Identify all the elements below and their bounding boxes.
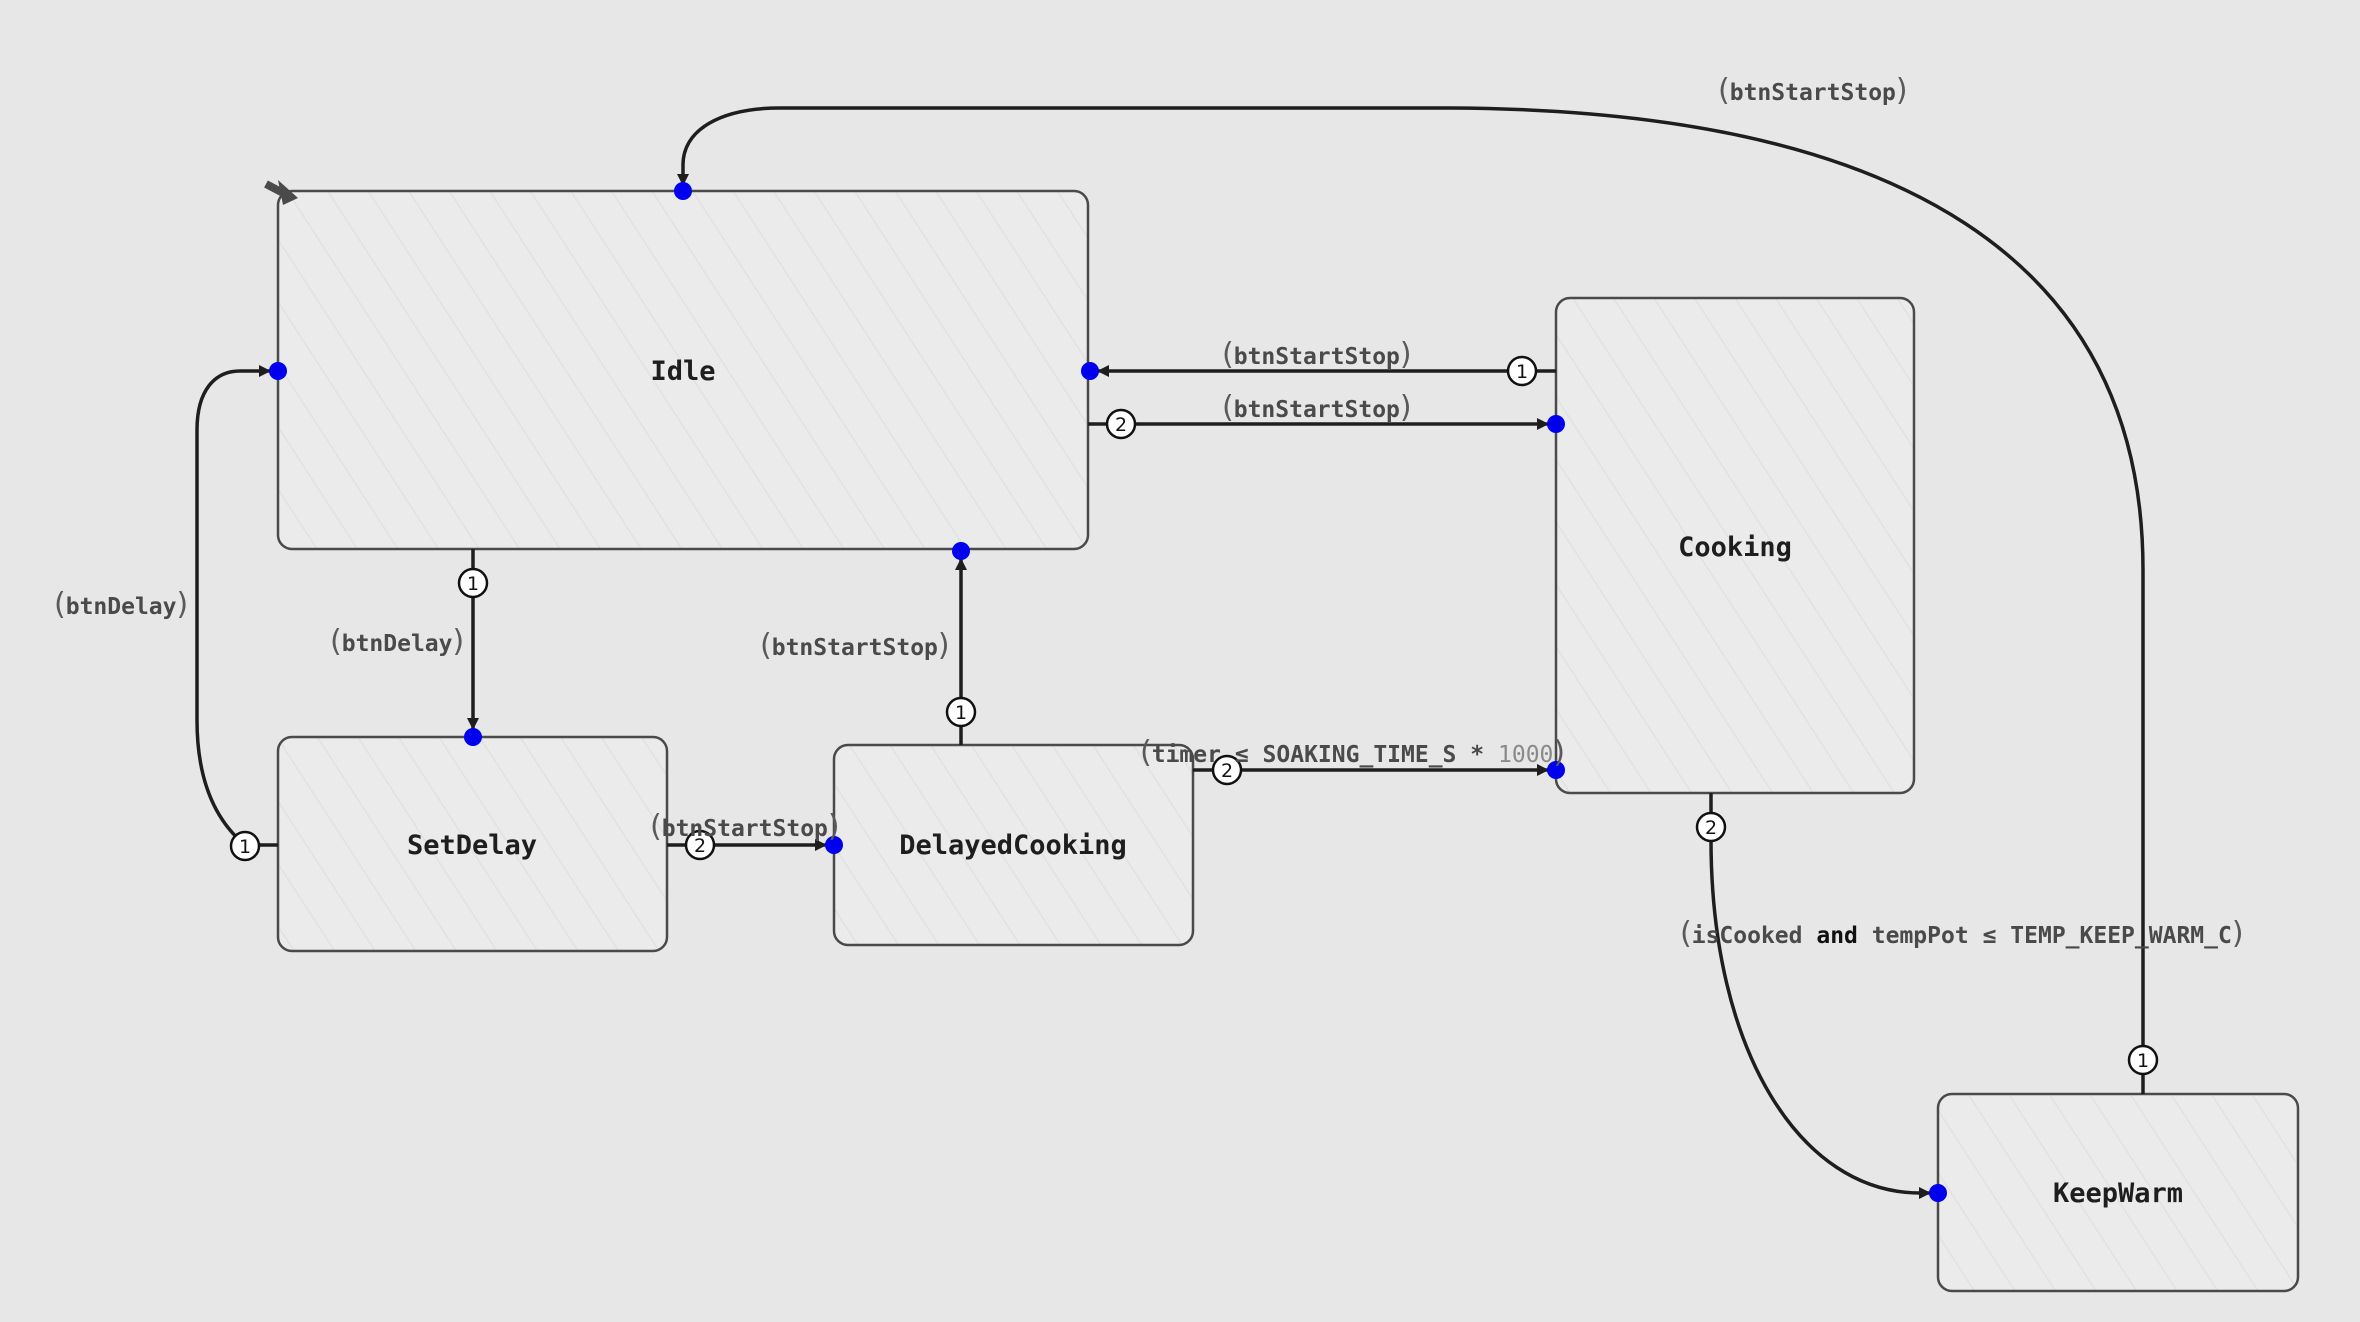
port-dot[interactable] xyxy=(674,182,692,200)
state-name: DelayedCooking xyxy=(899,830,1127,861)
priority-badge: 2 xyxy=(684,829,716,861)
guard-label-idle-setdelay: (btnDelay) xyxy=(330,624,464,659)
state-setdelay[interactable]: SetDelay xyxy=(276,735,669,953)
guard-label-keepwarm-idle: (btnStartStop) xyxy=(1718,73,1908,108)
priority-badge: 1 xyxy=(1506,355,1538,387)
port-dot[interactable] xyxy=(269,362,287,380)
port-dot[interactable] xyxy=(1547,761,1565,779)
svg-text:1: 1 xyxy=(467,573,479,595)
svg-text:2: 2 xyxy=(1705,817,1717,839)
state-idle[interactable]: Idle xyxy=(276,189,1090,551)
port-dot[interactable] xyxy=(1929,1184,1947,1202)
priority-badge: 1 xyxy=(229,830,261,862)
guard-label-setdelay-delayedcooking: (btnStartStop) xyxy=(650,809,840,844)
port-dot[interactable] xyxy=(952,542,970,560)
port-dot[interactable] xyxy=(1547,415,1565,433)
priority-badge: 2 xyxy=(1211,754,1243,786)
port-dot[interactable] xyxy=(825,836,843,854)
edge-path[interactable] xyxy=(1709,793,1931,1199)
edge-path[interactable] xyxy=(677,106,2145,1094)
priority-badge: 2 xyxy=(1105,408,1137,440)
priority-badge: 1 xyxy=(457,567,489,599)
guard-label-cooking-idle: (btnStartStop) xyxy=(1222,337,1412,372)
transition-setdelay-idle[interactable] xyxy=(195,365,278,847)
state-name: SetDelay xyxy=(407,830,537,861)
state-name: Cooking xyxy=(1678,532,1792,563)
transition-cooking-keepwarm[interactable] xyxy=(1709,793,1931,1199)
guard-label-cooking-keepwarm: (isCooked and tempPot ≤ TEMP_KEEP_WARM_C… xyxy=(1680,916,2244,951)
svg-text:1: 1 xyxy=(239,836,251,858)
guard-label-idle-cooking: (btnStartStop) xyxy=(1222,390,1412,425)
svg-text:2: 2 xyxy=(1115,414,1127,436)
svg-text:2: 2 xyxy=(694,835,706,857)
edge-path[interactable] xyxy=(195,365,278,847)
port-dot[interactable] xyxy=(464,728,482,746)
state-keepwarm[interactable]: KeepWarm xyxy=(1936,1092,2300,1293)
guard-label-setdelay-idle: (btnDelay) xyxy=(54,587,188,622)
priority-badge: 2 xyxy=(1695,811,1727,843)
priority-badge: 1 xyxy=(945,696,977,728)
svg-text:2: 2 xyxy=(1221,760,1233,782)
svg-text:1: 1 xyxy=(955,702,967,724)
state-cooking[interactable]: Cooking xyxy=(1554,296,1916,795)
guard-label-delayedcooking-cooking: (timer ≤ SOAKING_TIME_S * 1000) xyxy=(1140,735,1565,770)
state-name: Idle xyxy=(650,356,715,387)
priority-badge: 1 xyxy=(2127,1044,2159,1076)
svg-text:1: 1 xyxy=(1516,361,1528,383)
initial-state-arrow-icon xyxy=(264,180,298,205)
state-delayedcooking[interactable]: DelayedCooking xyxy=(832,743,1195,947)
guard-label-delayedcooking-idle: (btnStartStop) xyxy=(760,628,950,663)
state-name: KeepWarm xyxy=(2053,1178,2183,1209)
svg-text:1: 1 xyxy=(2137,1050,2149,1072)
transition-keepwarm-idle[interactable] xyxy=(677,106,2145,1094)
port-dot[interactable] xyxy=(1081,362,1099,380)
